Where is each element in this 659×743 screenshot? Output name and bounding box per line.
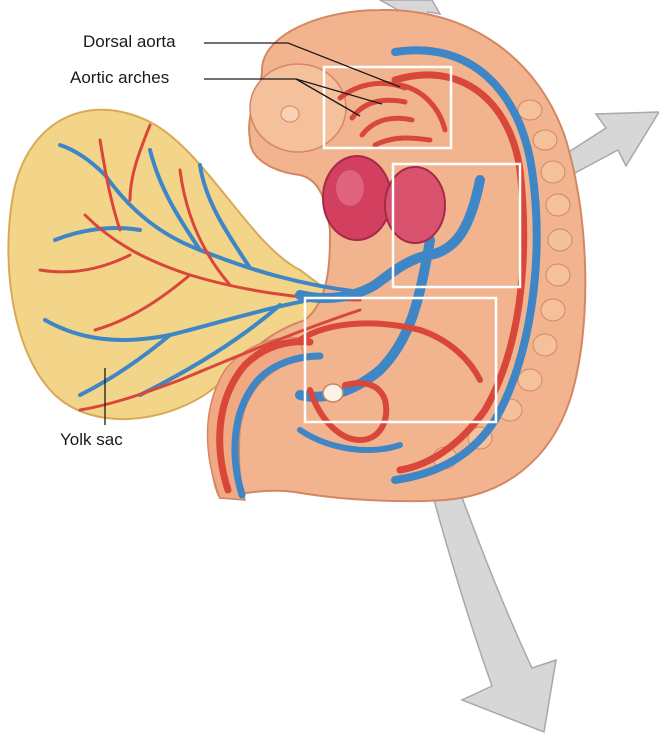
umbilical-opening <box>323 384 343 402</box>
label-dorsal-aorta: Dorsal aorta <box>83 32 176 52</box>
label-yolk-sac: Yolk sac <box>60 430 123 450</box>
eye-placode <box>281 106 299 122</box>
label-aortic-arches: Aortic arches <box>70 68 169 88</box>
embryo-head <box>250 64 346 152</box>
